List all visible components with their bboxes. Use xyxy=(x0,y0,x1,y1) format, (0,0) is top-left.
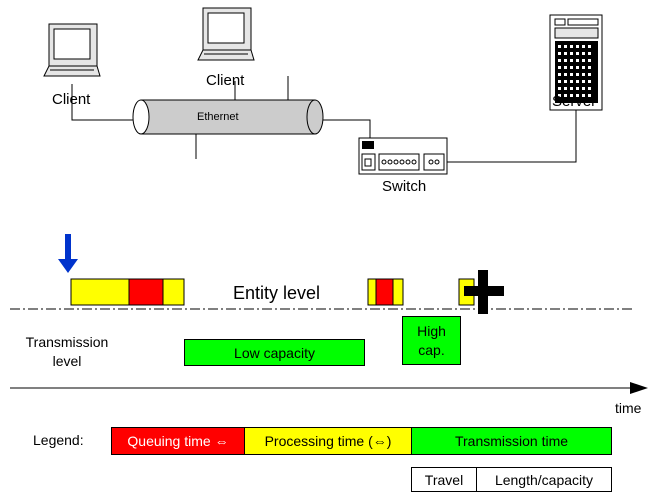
transmission-level-label: Transmission level xyxy=(12,333,122,371)
client-center-label: Client xyxy=(206,72,244,89)
low-capacity-bar: Low capacity xyxy=(184,339,365,366)
legend-travel: Travel xyxy=(411,467,477,492)
drop-cross-icon xyxy=(464,270,504,314)
laptop-icon xyxy=(198,8,254,60)
switch-icon xyxy=(359,138,447,174)
time-axis xyxy=(10,382,648,394)
server-label: Server xyxy=(552,93,596,110)
time-axis-label: time xyxy=(615,400,641,416)
legend-queuing-time: Queuing time ⇔ xyxy=(111,427,245,455)
laptop-icon xyxy=(44,24,100,76)
arrow-down-icon xyxy=(58,234,78,273)
client-left-label: Client xyxy=(52,91,90,108)
legend-length-capacity: Length/capacity xyxy=(476,467,612,492)
ethernet-label: Ethernet xyxy=(197,111,239,123)
legend-transmission-time: Transmission time xyxy=(411,427,612,455)
legend-processing-time: Processing time (⇔) xyxy=(244,427,412,455)
legend-title: Legend: xyxy=(33,432,84,448)
entity-level-label: Entity level xyxy=(233,283,320,304)
high-capacity-bar: High cap. xyxy=(402,316,461,365)
switch-label: Switch xyxy=(382,178,426,195)
